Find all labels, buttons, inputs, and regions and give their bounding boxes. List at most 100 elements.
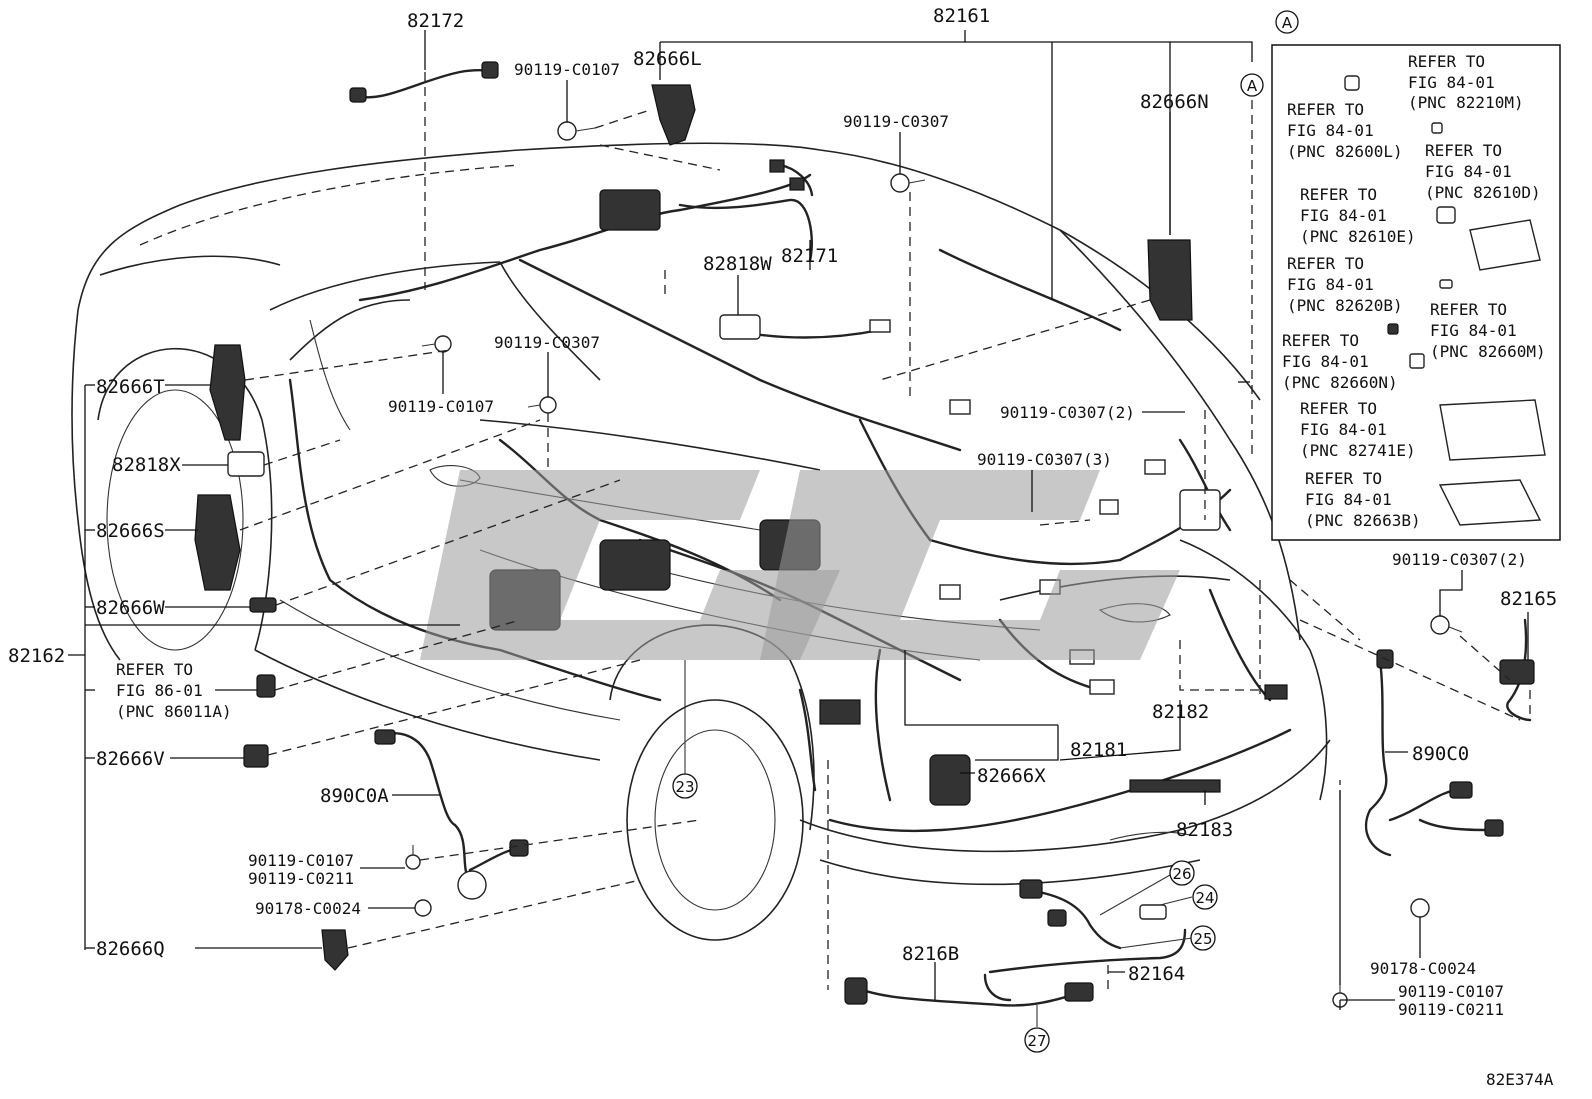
label-90119-c0307-2: 90119-C0307(2): [1000, 403, 1135, 422]
refer-entry-line3: (PNC 82660N): [1282, 373, 1398, 392]
refer-entry-82620b: REFER TO FIG 84-01 (PNC 82620B): [1287, 254, 1403, 315]
inset-part-82620b: [1439, 279, 1453, 289]
harness-wires: [288, 173, 1292, 833]
label-82666x: 82666X: [977, 765, 1046, 787]
circle-ref-24: 24: [1192, 884, 1218, 910]
inset-part-82600l: [1431, 122, 1443, 134]
refer-entry-line2: FIG 84-01: [1282, 352, 1369, 371]
inset-part-82741e: [1439, 399, 1546, 461]
label-90119-c0307-top: 90119-C0307: [843, 112, 949, 131]
label-90119-c0307-2-right: 90119-C0307(2): [1392, 550, 1527, 569]
refer-entry-line1: REFER TO: [1430, 300, 1507, 319]
label-90119-c0107-right: 90119-C0107: [1398, 982, 1504, 1001]
inset-part-82610d: [1469, 219, 1541, 271]
label-90119-c0107-top: 90119-C0107: [514, 60, 620, 79]
refer-86-line1: REFER TO: [116, 660, 193, 679]
refer-entry-82741e: REFER TO FIG 84-01 (PNC 82741E): [1300, 399, 1416, 460]
label-82666t: 82666T: [96, 376, 165, 398]
refer-entry-line3: (PNC 82210M): [1408, 93, 1524, 112]
refer-entry-line2: FIG 84-01: [1425, 162, 1512, 181]
label-90119-c0307-mid: 90119-C0307: [494, 333, 600, 352]
label-82818w: 82818W: [703, 253, 772, 275]
refer-entry-82660n: REFER TO FIG 84-01 (PNC 82660N): [1282, 331, 1398, 392]
label-890c0: 890C0: [1412, 743, 1469, 765]
refer-entry-line2: FIG 84-01: [1408, 73, 1495, 92]
circle-ref-a-inner: A: [1240, 73, 1264, 97]
label-90119-c0107-low: 90119-C0107: [248, 851, 354, 870]
refer-entry-line2: FIG 84-01: [1287, 121, 1374, 140]
figure-id: 82E374A: [1486, 1070, 1554, 1089]
refer-entry-82610e: REFER TO FIG 84-01 (PNC 82610E): [1300, 185, 1416, 246]
circle-ref-26-label: 26: [1172, 865, 1191, 883]
circle-ref-23-label: 23: [675, 778, 694, 796]
label-82183: 82183: [1176, 819, 1233, 841]
inset-part-82660m: [1387, 323, 1399, 335]
label-890c0a: 890C0A: [320, 785, 389, 807]
refer-entry-line1: REFER TO: [1300, 399, 1377, 418]
refer-entry-line1: REFER TO: [1287, 254, 1364, 273]
circle-ref-25: 25: [1190, 925, 1216, 951]
circle-ref-24-label: 24: [1195, 889, 1214, 907]
label-82666s: 82666S: [96, 520, 165, 542]
refer-entry-line3: (PNC 82600L): [1287, 142, 1403, 161]
refer-86-line3: (PNC 86011A): [116, 702, 232, 721]
refer-entry-line2: FIG 84-01: [1305, 490, 1392, 509]
refer-86-line2: FIG 86-01: [116, 681, 203, 700]
part-labels: 82172 82161 90119-C0107 82666L 82666N 90…: [8, 5, 1557, 1089]
refer-entry-line2: FIG 84-01: [1300, 420, 1387, 439]
label-82171: 82171: [781, 245, 838, 267]
refer-entry-82600l: REFER TO FIG 84-01 (PNC 82600L): [1287, 100, 1403, 161]
label-90119-c0107-mid: 90119-C0107: [388, 397, 494, 416]
circle-ref-25-label: 25: [1193, 930, 1212, 948]
label-90178-c0024-low: 90178-C0024: [255, 899, 361, 918]
refer-entry-line3: (PNC 82660M): [1430, 342, 1546, 361]
label-82181: 82181: [1070, 739, 1127, 761]
label-82161: 82161: [933, 5, 990, 27]
label-82666q: 82666Q: [96, 938, 165, 960]
inset-part-82663b: [1438, 479, 1542, 526]
refer-entry-line1: REFER TO: [1408, 52, 1485, 71]
label-82666l: 82666L: [633, 48, 702, 70]
circle-ref-23: 23: [672, 773, 698, 799]
refer-entry-82610d: REFER TO FIG 84-01 (PNC 82610D): [1425, 141, 1541, 202]
refer-entry-line2: FIG 84-01: [1287, 275, 1374, 294]
refer-entry-line3: (PNC 82663B): [1305, 511, 1421, 530]
circle-ref-27: 27: [1024, 1027, 1050, 1053]
refer-entry-line3: (PNC 82741E): [1300, 441, 1416, 460]
inset-part-82210m: [1344, 75, 1360, 91]
vehicle-body-outline: [71, 142, 1331, 941]
label-82172: 82172: [407, 10, 464, 32]
refer-entry-line1: REFER TO: [1282, 331, 1359, 350]
refer-entry-line3: (PNC 82610D): [1425, 183, 1541, 202]
label-90119-c0211-right: 90119-C0211: [1398, 1000, 1504, 1019]
refer-entry-line3: (PNC 82610E): [1300, 227, 1416, 246]
refer-entry-82210m: REFER TO FIG 84-01 (PNC 82210M): [1408, 52, 1524, 112]
refer-entry-line1: REFER TO: [1300, 185, 1377, 204]
label-90119-c0307-3: 90119-C0307(3): [977, 450, 1112, 469]
circle-ref-a-top: A: [1275, 10, 1299, 34]
refer-entry-line2: FIG 84-01: [1300, 206, 1387, 225]
label-82818x: 82818X: [112, 454, 181, 476]
refer-entry-line2: FIG 84-01: [1430, 321, 1517, 340]
circle-ref-a-top-label: A: [1282, 14, 1293, 32]
refer-entry-line1: REFER TO: [1425, 141, 1502, 160]
label-8216b: 8216B: [902, 943, 959, 965]
refer-box-labels: REFER TO FIG 84-01 (PNC 82210M) REFER TO…: [1282, 52, 1546, 530]
label-82666w: 82666W: [96, 597, 165, 619]
label-82666n: 82666N: [1140, 91, 1209, 113]
circle-references: A A 23 26 24 25 27: [672, 10, 1299, 1053]
circle-ref-27-label: 27: [1027, 1032, 1046, 1050]
label-82164: 82164: [1128, 963, 1185, 985]
circle-ref-26: 26: [1169, 860, 1195, 886]
refer-entry-82663b: REFER TO FIG 84-01 (PNC 82663B): [1305, 469, 1421, 530]
refer-entry-line1: REFER TO: [1287, 100, 1364, 119]
refer-entry-82660m: REFER TO FIG 84-01 (PNC 82660M): [1430, 300, 1546, 361]
label-82666v: 82666V: [96, 748, 165, 770]
refer-entry-line3: (PNC 82620B): [1287, 296, 1403, 315]
label-90119-c0211-low: 90119-C0211: [248, 869, 354, 888]
refer-inset-box: [1271, 44, 1561, 541]
circle-ref-a-inner-label: A: [1247, 77, 1258, 95]
label-82165: 82165: [1500, 588, 1557, 610]
refer-entry-line1: REFER TO: [1305, 469, 1382, 488]
